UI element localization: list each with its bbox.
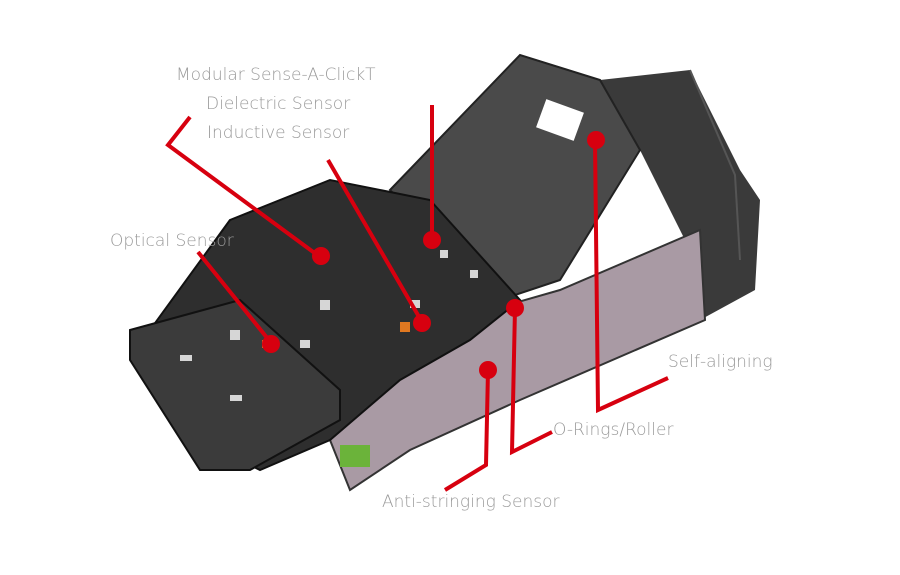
label-optical-sensor: Optical Sensor <box>110 231 234 251</box>
front-bezel <box>129 298 341 471</box>
leader-lines <box>165 105 669 492</box>
callout-dots <box>262 131 605 379</box>
label-dielectric-sensor: Dielectric Sensor <box>206 94 351 114</box>
label-anti-stringing-sensor: Anti-stringing Sensor <box>382 492 560 512</box>
rear-housing <box>600 70 760 320</box>
label-self-aligning: Self-aligning <box>668 352 773 372</box>
label-o-rings-roller: O-Rings/Roller <box>553 420 674 440</box>
label-modular-sense-a-click: Modular Sense-A-ClickT <box>176 65 376 85</box>
lid-window <box>536 99 584 141</box>
green-connector <box>340 445 370 467</box>
label-inductive-sensor: Inductive Sensor <box>207 123 350 143</box>
